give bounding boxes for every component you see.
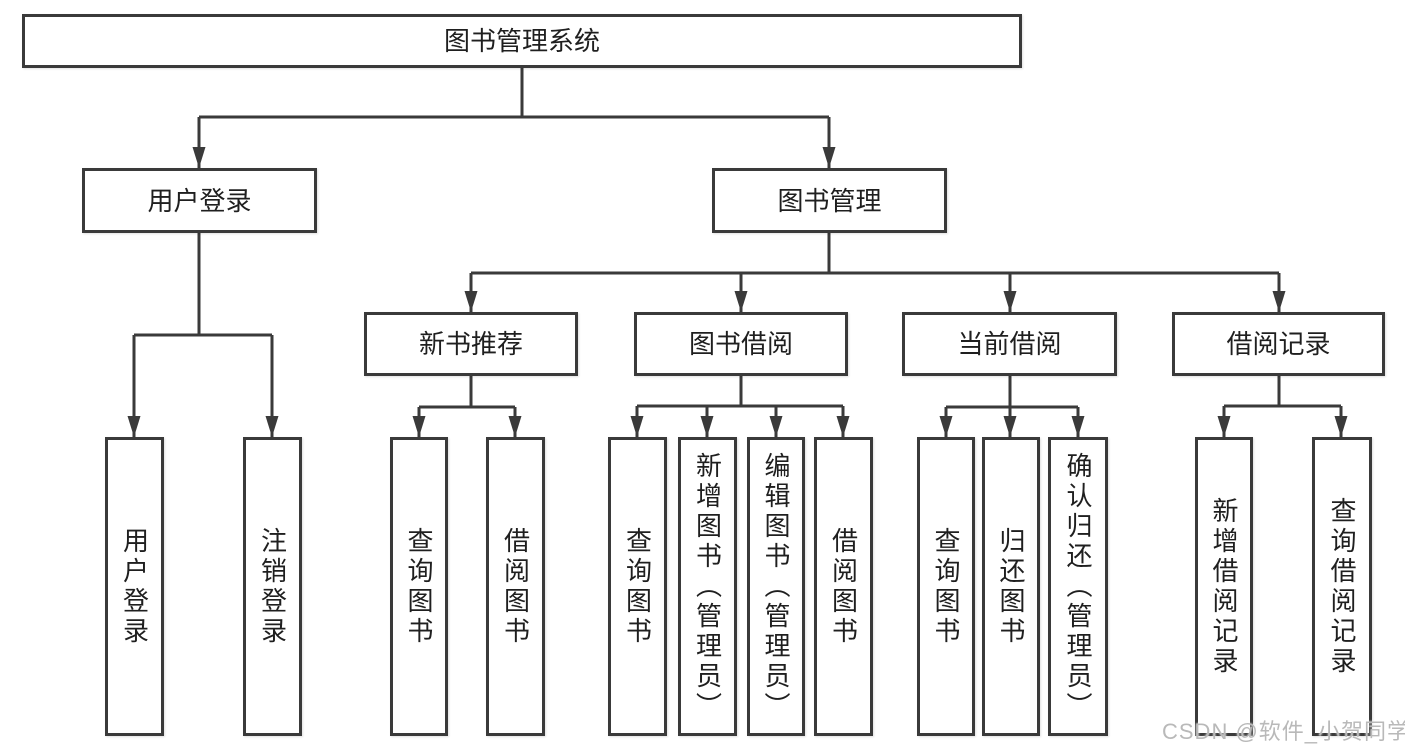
node-new-book-recommendation: 新书推荐 bbox=[364, 312, 578, 376]
node-borrowing-records: 借阅记录 bbox=[1172, 312, 1385, 376]
watermark: CSDN @软件_小贺同学 bbox=[1162, 719, 1405, 744]
leaf-borrow-books: 借阅图书 bbox=[814, 437, 873, 736]
leaf-user-login: 用户登录 bbox=[105, 437, 164, 736]
leaf-borrow-books: 借阅图书 bbox=[486, 437, 545, 736]
leaf-query-books: 查询图书 bbox=[608, 437, 667, 736]
node-book-management: 图书管理 bbox=[712, 168, 947, 233]
leaf-query-borrow-record: 查询借阅记录 bbox=[1312, 437, 1372, 736]
leaf-confirm-return-admin: 确认归还（管理员） bbox=[1048, 437, 1108, 736]
node-book-borrowing: 图书借阅 bbox=[634, 312, 848, 376]
leaf-query-books: 查询图书 bbox=[917, 437, 975, 736]
leaf-return-books: 归还图书 bbox=[982, 437, 1040, 736]
node-user-login: 用户登录 bbox=[82, 168, 317, 233]
leaf-add-borrow-record: 新增借阅记录 bbox=[1195, 437, 1253, 736]
leaf-query-books: 查询图书 bbox=[390, 437, 448, 736]
leaf-logout: 注销登录 bbox=[243, 437, 302, 736]
node-current-borrowing: 当前借阅 bbox=[902, 312, 1117, 376]
leaf-edit-books-admin: 编辑图书（管理员） bbox=[747, 437, 805, 736]
node-library-management-system: 图书管理系统 bbox=[22, 14, 1022, 68]
leaf-add-books-admin: 新增图书（管理员） bbox=[678, 437, 737, 736]
